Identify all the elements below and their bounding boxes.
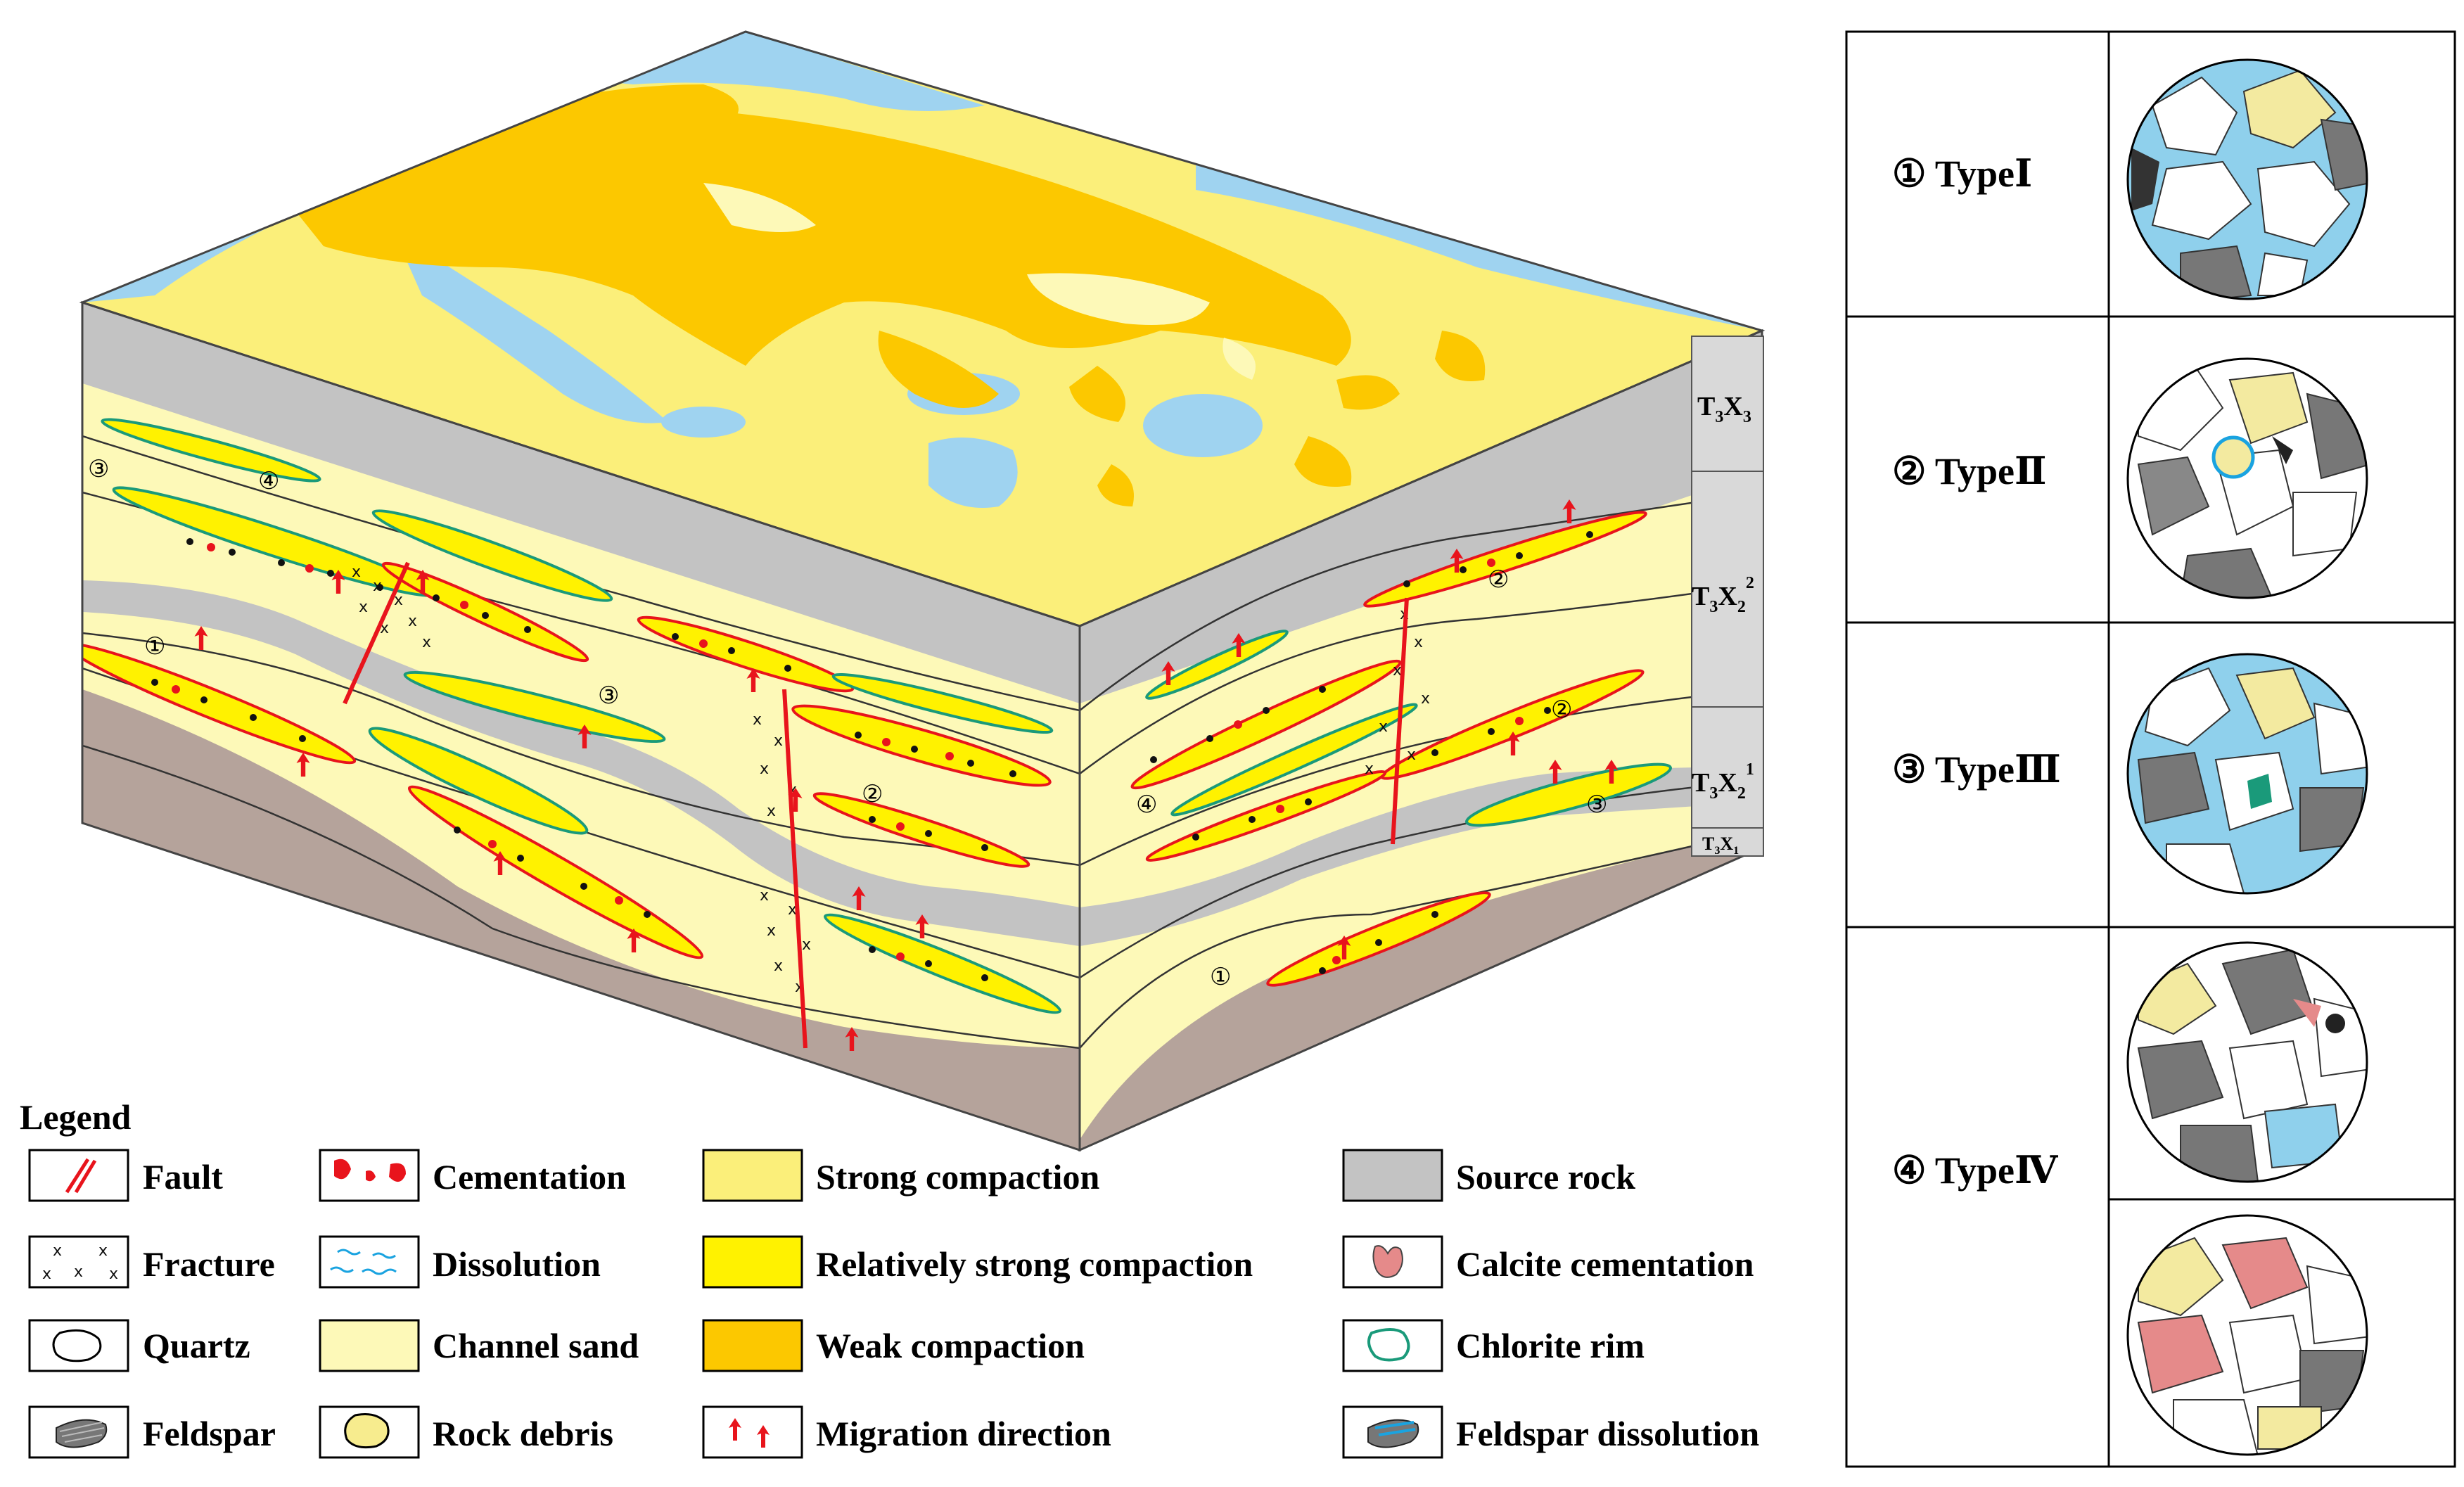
legend-label-rock-debris: Rock debris [433,1414,613,1453]
thin-section-type-1 [2126,58,2368,300]
strata-label-t3x2-1: T3X21 [1692,760,1754,803]
legend-label-dissolution: Dissolution [433,1244,601,1284]
thin-section-type-4b [2126,1214,2368,1456]
svg-text:x: x [53,1242,62,1260]
legend-label-feldspar: Feldspar [143,1414,276,1453]
legend-title: Legend [20,1097,132,1137]
type-label-4: ④ TypeⅣ [1892,1149,2059,1192]
svg-text:x: x [753,711,762,729]
svg-text:x: x [1379,718,1388,736]
fracture-swatch [28,1235,129,1289]
legend-label-strong-compaction: Strong compaction [816,1157,1099,1196]
svg-text:T3X1: T3X1 [1702,834,1739,857]
svg-text:x: x [788,901,797,919]
svg-text:T3X22: T3X22 [1692,574,1754,616]
weak-compaction-swatch [702,1319,803,1372]
migration-direction-swatch [702,1405,803,1459]
stratigraphic-column: T3X3 T3X22 T3X21 T3X1 [1691,336,1764,857]
svg-text:x: x [422,634,431,651]
svg-text:x: x [42,1265,51,1283]
thin-section-type-4a [2126,941,2368,1183]
svg-text:④: ④ [258,467,279,495]
svg-text:x: x [1414,634,1423,651]
svg-text:③: ③ [598,682,619,710]
svg-text:x: x [98,1242,108,1260]
svg-text:③: ③ [1586,791,1607,819]
svg-text:x: x [774,957,783,975]
legend-label-fracture: Fracture [143,1244,275,1284]
svg-text:④: ④ [1136,791,1157,819]
channel-sand-swatch [319,1319,420,1372]
type-label-1: ① TypeⅠ [1892,153,2032,195]
source-rock-swatch [1342,1149,1443,1202]
strata-label-t3x2-2: T3X22 [1692,574,1754,616]
svg-text:x: x [760,887,769,905]
strong-compaction-swatch [702,1149,803,1202]
legend-label-source-rock: Source rock [1456,1157,1635,1196]
svg-text:x: x [352,563,361,581]
thin-section-type-2 [2126,357,2368,599]
legend-label-quartz: Quartz [143,1326,250,1365]
legend-label-migration-direction: Migration direction [816,1414,1111,1453]
svg-text:T3X3: T3X3 [1697,392,1751,426]
dissolution-swatch [319,1235,420,1289]
type-label-3: ③ TypeⅢ [1892,748,2061,791]
strata-label-t3x1: T3X1 [1702,834,1739,857]
svg-text:x: x [74,1263,83,1281]
strata-label-t3x3: T3X3 [1697,392,1751,426]
svg-text:T3X21: T3X21 [1692,760,1754,803]
type-label-2: ② TypeⅡ [1892,450,2046,492]
svg-text:x: x [767,803,776,820]
svg-text:x: x [408,613,417,630]
legend-label-channel-sand: Channel sand [433,1326,639,1365]
svg-text:x: x [774,732,783,750]
legend: Legend Fault Cementation Strong compacti… [20,1097,1759,1459]
svg-text:①: ① [1210,963,1231,991]
top-surface [82,32,1762,626]
svg-text:x: x [373,577,382,595]
svg-text:x: x [359,599,368,616]
relatively-strong-compaction-swatch [702,1235,803,1289]
legend-label-chlorite-rim: Chlorite rim [1456,1326,1645,1365]
lens-number-labels: ③ ④ ① ③ ② ② ② ③ ④ ① [88,455,1607,991]
legend-label-cementation: Cementation [433,1157,626,1196]
legend-label-weak-compaction: Weak compaction [816,1326,1085,1365]
thin-section-type-3 [2126,653,2368,895]
svg-text:x: x [1421,690,1430,708]
side-lenses [1130,511,1672,987]
svg-text:x: x [802,936,811,954]
svg-text:①: ① [144,632,165,660]
svg-text:x: x [767,922,776,940]
svg-text:②: ② [862,780,883,808]
legend-label-feldspar-dissolution: Feldspar dissolution [1456,1414,1759,1453]
svg-text:②: ② [1488,566,1509,594]
front-lenses [82,418,1062,1014]
quartz-swatch [28,1319,129,1372]
legend-label-fault: Fault [143,1157,223,1196]
svg-text:x: x [394,592,403,609]
svg-text:x: x [1407,746,1416,764]
svg-text:x: x [760,760,769,778]
legend-label-relatively-strong-compaction: Relatively strong compaction [816,1244,1253,1284]
type-table: ① TypeⅠ ② TypeⅡ ③ TypeⅢ ④ TypeⅣ [1845,30,2456,1468]
legend-label-calcite-cementation: Calcite cementation [1456,1244,1754,1284]
fault-lines [343,561,807,1049]
svg-text:③: ③ [88,455,109,483]
svg-text:②: ② [1551,696,1572,724]
svg-text:x: x [1393,662,1402,679]
svg-text:x: x [109,1265,118,1283]
svg-text:x: x [1365,760,1374,778]
